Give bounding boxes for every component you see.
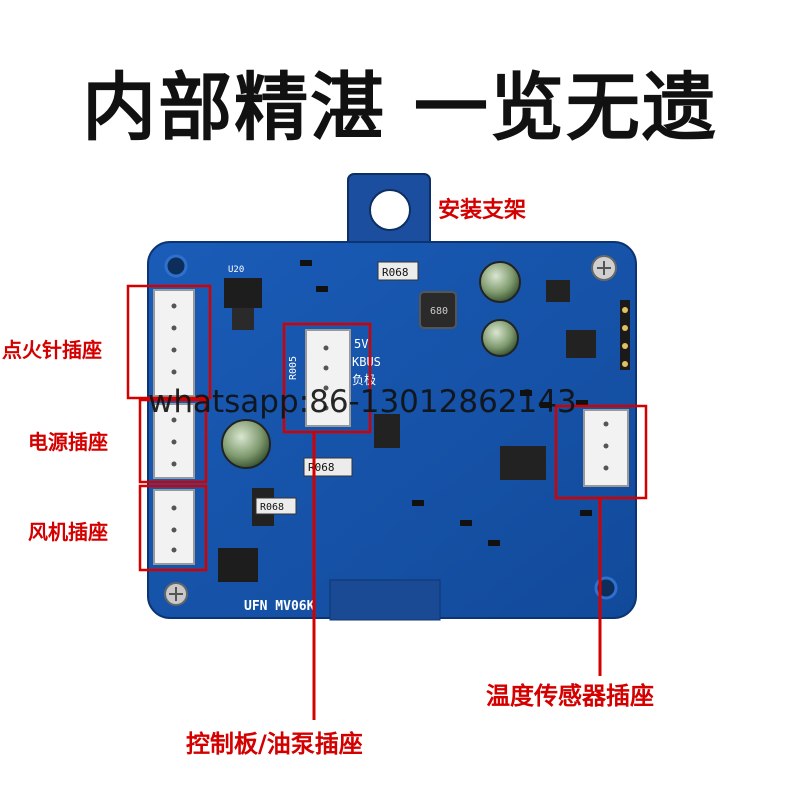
contact-watermark: whatsapp:86-13012862143 (148, 384, 577, 420)
callout-power: 电源插座 (28, 430, 108, 454)
resistor-marking-mid: R068 (308, 461, 335, 474)
callout-fan: 风机插座 (28, 520, 108, 544)
silk-model: UFN MV06K (244, 599, 315, 614)
mounting-bracket (347, 173, 431, 255)
power-box (138, 398, 208, 484)
connectors (153, 289, 629, 565)
leader-lines (312, 432, 602, 720)
callout-igniter: 点火针插座 (2, 338, 102, 362)
headline-title: 内部精湛 一览无遗 (82, 65, 718, 151)
callout-control-pump: 控制板/油泵插座 (186, 730, 363, 758)
resistor-marking-top: R068 (382, 266, 409, 279)
callout-boxes (126, 284, 648, 572)
capacitors (221, 261, 521, 469)
silk-kbus: KBUS (352, 355, 381, 369)
fan-box (138, 484, 208, 572)
resistor-marking-low: R068 (260, 502, 284, 513)
callout-bracket: 安装支架 (438, 198, 527, 223)
igniter-box (126, 284, 212, 400)
resistor-marking-r005: R005 (288, 356, 299, 380)
silk-u20: U20 (228, 265, 244, 275)
silk-5v: 5V (354, 337, 368, 351)
board-components (218, 260, 630, 621)
callout-temp-sensor: 温度传感器插座 (486, 682, 654, 710)
control-pump-box (282, 322, 372, 434)
inductor-marking: 680 (430, 306, 448, 317)
